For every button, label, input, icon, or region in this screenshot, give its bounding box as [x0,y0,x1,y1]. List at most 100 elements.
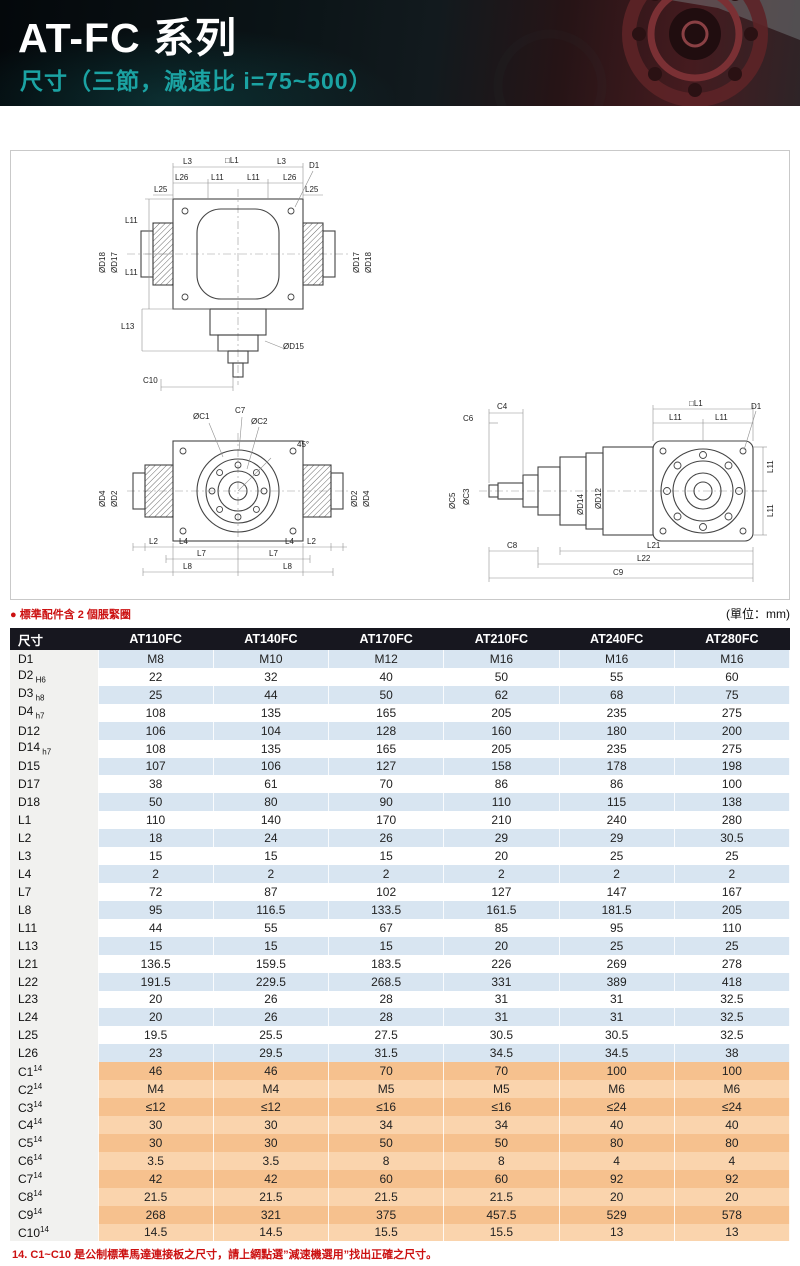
dimension-label: L3 [277,157,286,166]
dimension-label: ØC5 [448,492,457,509]
dimension-cell: M16 [559,650,675,668]
dimension-cell: 46 [213,1062,330,1081]
dimension-cell: 31 [443,1008,560,1027]
header-teal-glow [0,26,400,106]
dimension-cell: 92 [559,1169,675,1188]
row-label: D4 h7 [10,703,99,722]
dimension-label: □L1 [689,399,703,408]
dimension-cell: 107 [98,757,214,776]
row-label: C514 [10,1133,99,1152]
dimension-cell: 50 [443,1133,560,1152]
dimension-cell: 32.5 [674,1026,791,1045]
dimension-cell: 127 [443,882,560,901]
dimension-cell: 161.5 [443,900,560,919]
dimension-cell: 27.5 [328,1026,445,1045]
dimension-cell: 18 [98,829,214,848]
dimension-cell: 4 [559,1151,675,1170]
dimension-cell: 34 [443,1115,560,1134]
dimension-cell: 92 [674,1169,791,1188]
row-label: L23 [10,990,99,1009]
row-label: D2 H6 [10,667,99,686]
dimension-cell: 205 [443,739,560,758]
dimension-cell: 183.5 [328,954,445,973]
dimension-label: ØD4 [362,490,371,507]
dimension-cell: 25 [559,847,675,866]
dimension-cell: 40 [328,667,445,686]
dimension-cell: 127 [328,757,445,776]
dimension-cell: 15 [213,847,330,866]
dimension-label: ØC3 [462,488,471,505]
dimension-cell: 31 [559,990,675,1009]
dimension-label: L7 [269,549,278,558]
dimension-label: ØC1 [193,412,210,421]
dimension-label: ØC2 [251,417,268,426]
dimension-cell: 106 [98,721,214,740]
dimension-cell: 24 [213,829,330,848]
dimension-cell: 170 [328,811,445,830]
dimension-cell: 102 [328,882,445,901]
dimension-cell: 21.5 [213,1187,330,1206]
row-label: C1014 [10,1223,99,1242]
row-label: C214 [10,1080,99,1099]
dimension-cell: 21.5 [443,1187,560,1206]
dimension-cell: 34 [328,1115,445,1134]
dimension-column-header: 尺寸 [18,633,44,648]
technical-drawing [127,163,767,582]
dimension-cell: 115 [559,793,675,812]
dimension-cell: 21.5 [98,1187,214,1206]
dimension-cell: 90 [328,793,445,812]
note-row: ● 標準配件含 2 個脹緊圈 (單位：mm) [10,605,790,622]
dimension-cell: 20 [674,1187,791,1206]
row-label: L13 [10,936,99,955]
dimension-cell: 60 [443,1169,560,1188]
dimension-cell: 32.5 [674,990,791,1009]
dimension-label: L13 [121,322,135,331]
dimension-cell: 72 [98,882,214,901]
dimension-cell: 268 [98,1205,214,1224]
row-label: C714 [10,1169,99,1188]
dimension-cell: 108 [98,739,214,758]
dimension-cell: 25 [559,936,675,955]
footnote: 14. C1~C10 是公制標準馬達連接板之尺寸，請上網點選”減速機選用”找出正… [12,1249,438,1261]
dimension-cell: 135 [213,739,330,758]
row-label: D3 h8 [10,685,99,704]
dimension-cell: 159.5 [213,954,330,973]
dimension-label: L11 [766,460,775,473]
row-label: L26 [10,1044,99,1063]
dimension-label: L8 [183,562,192,571]
dimension-cell: 20 [443,936,560,955]
dimension-cell: 20 [98,990,214,1009]
row-label: L3 [10,847,99,866]
dimension-label: C10 [143,376,158,385]
dimension-cell: 165 [328,739,445,758]
dimension-cell: 75 [674,685,791,704]
dimension-cell: 135 [213,703,330,722]
row-label: L4 [10,865,99,883]
dimension-label: L2 [307,537,316,546]
dimension-cell: 235 [559,739,675,758]
dimension-label: ØD15 [283,342,304,351]
dimension-cell: 40 [674,1115,791,1134]
dimension-cell: 375 [328,1205,445,1224]
row-label: L25 [10,1026,99,1045]
row-label: L11 [10,918,99,937]
dimension-cell: M6 [674,1080,791,1099]
row-label: D12 [10,721,99,740]
dimension-cell: 70 [328,1062,445,1081]
dimension-label: C6 [463,414,474,423]
dimension-cell: 30 [98,1133,214,1152]
